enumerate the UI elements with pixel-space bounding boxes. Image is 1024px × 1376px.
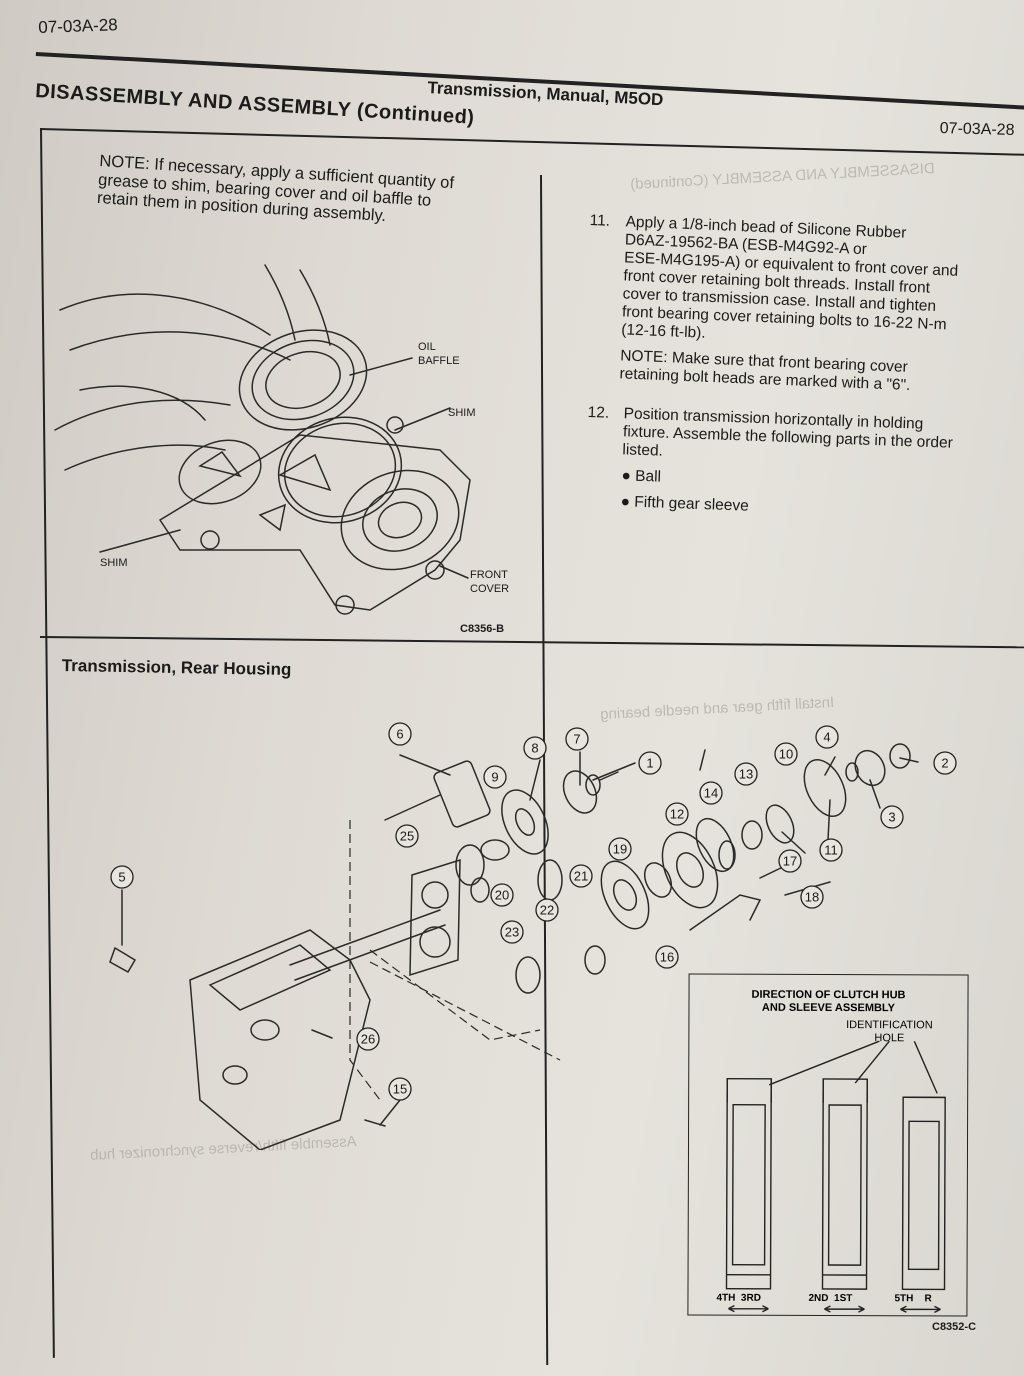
hub-pair-4-3: 4TH 3RD [716,1292,761,1304]
label-shim-left: SHIM [100,557,128,569]
bullet-dot-icon: ● [620,493,635,511]
callout-number-12: 12 [670,807,684,822]
callout-number-16: 16 [660,950,674,965]
callout-circle-25 [395,824,419,848]
callout-circle-22 [535,898,559,922]
step-11: 11. Apply a 1/8-inch bead of Silicone Ru… [583,212,980,398]
callout-number-6: 6 [396,727,403,742]
page-code-right: 07-03A-28 [939,120,1015,139]
callout-number-15: 15 [393,1082,407,1097]
callout-circle-6 [388,722,412,746]
bullet-dot-icon: ● [621,467,636,485]
callout-number-7: 7 [573,732,580,747]
callout-circle-20 [490,883,514,907]
callout-circle-19 [608,837,632,861]
section-title: DISASSEMBLY AND ASSEMBLY (Continued) [34,80,476,129]
callout-circle-17 [778,849,802,873]
callout-circle-16 [655,945,679,969]
callout-circle-10 [774,742,798,766]
callout-number-1: 1 [646,756,653,771]
callout-circle-2 [933,751,957,775]
step-12-number: 12. [587,404,610,422]
callout-number-3: 3 [888,810,895,825]
callout-circle-5 [110,865,134,889]
callout-circle-13 [734,762,758,786]
callout-circle-1 [638,751,662,775]
step-12: 12. Position transmission horizontally i… [584,404,977,524]
label-cover: COVER [470,583,509,595]
hub-pair-2-1: 2ND 1ST [808,1292,853,1305]
callout-circle-9 [483,765,507,789]
hub-sleeve-diagrams [725,1040,946,1313]
hub-pair-5-r: 5TH R [894,1293,932,1305]
callout-number-13: 13 [739,767,753,782]
callout-circle-12 [665,802,689,826]
page-code-left: 07-03A-28 [38,15,119,37]
callout-circle-4 [815,725,839,749]
callout-circle-8 [523,736,547,760]
label-baffle: BAFFLE [418,355,460,367]
callout-number-25: 25 [400,829,414,844]
callout-number-21: 21 [574,869,588,884]
callout-number-10: 10 [779,747,793,762]
callout-circle-14 [699,781,723,805]
frame-top-rule [39,128,1024,156]
callout-number-2: 2 [941,756,948,771]
callout-number-23: 23 [505,925,519,940]
figure-code-front-cover: C8356-B [460,623,504,635]
callout-number-20: 20 [495,888,509,903]
label-oil: OIL [418,341,436,353]
label-front: FRONT [470,569,508,581]
note-block: NOTE: If necessary, apply a sufficient q… [97,152,455,230]
callout-number-4: 4 [823,730,830,745]
callout-number-17: 17 [783,854,797,869]
callout-circle-18 [800,885,824,909]
callout-circle-3 [880,805,904,829]
callout-number-5: 5 [118,870,125,885]
callout-number-11: 11 [824,843,838,858]
callout-number-9: 9 [491,770,498,785]
callout-number-18: 18 [805,890,819,905]
clutch-hub-inset: DIRECTION OF CLUTCH HUB AND SLEEVE ASSEM… [687,973,969,1317]
callout-number-26: 26 [361,1032,375,1047]
callout-circle-26 [356,1027,380,1051]
rear-housing-title: Transmission, Rear Housing [61,656,292,680]
callout-circle-7 [565,727,589,751]
callout-circle-11 [819,838,843,862]
callout-number-14: 14 [704,786,718,801]
callout-circle-21 [569,864,593,888]
label-shim-right: SHIM [448,407,476,419]
callout-number-8: 8 [531,741,538,756]
callout-number-22: 22 [540,903,554,918]
callout-circle-15 [388,1077,412,1101]
figure-code-hub: C8352-C [932,1321,977,1333]
callout-number-19: 19 [613,842,627,857]
callout-circle-23 [500,920,524,944]
front-cover-figure: OIL BAFFLE SHIM SHIM FRONT COVER C8356-B [54,264,509,635]
